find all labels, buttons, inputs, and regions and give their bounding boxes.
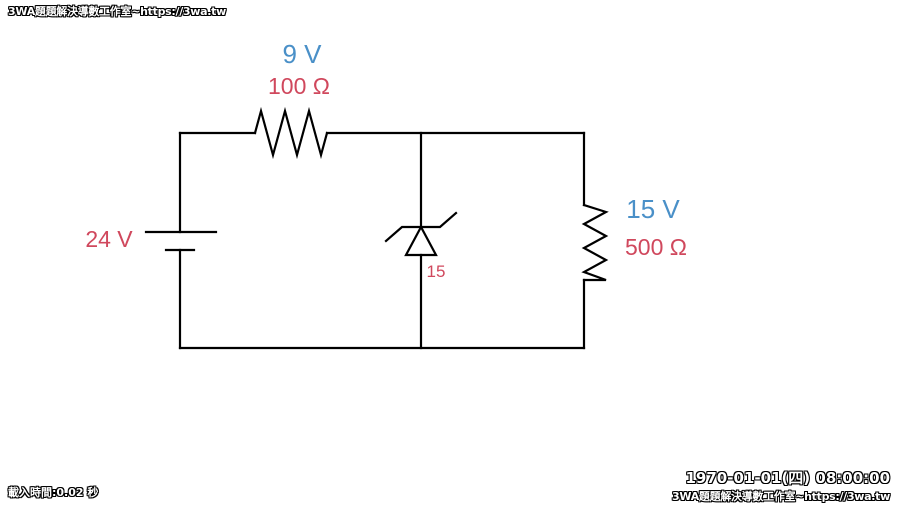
series-resistor-symbol bbox=[253, 106, 329, 160]
series-resistor-value-label: 100 Ω bbox=[268, 73, 330, 99]
load-resistor-value-label: 500 Ω bbox=[625, 234, 687, 260]
timestamp: 1970-01-01(四) 08:00:00 bbox=[685, 469, 891, 487]
watermark-top: 3WA題題解決導數工作室~https://3wa.tw bbox=[8, 5, 226, 18]
watermark-bottom: 3WA題題解決導數工作室~https://3wa.tw bbox=[672, 490, 890, 503]
series-resistor-voltage-label: 9 V bbox=[282, 39, 322, 69]
zener-triangle-icon bbox=[404, 224, 438, 257]
load-voltage-label: 15 V bbox=[626, 194, 680, 224]
load-resistor-symbol bbox=[581, 203, 609, 282]
zener-voltage-label: 15 bbox=[427, 262, 446, 281]
load-time-readout: 載入時間:0.02 秒 bbox=[8, 486, 99, 499]
source-voltage-label: 24 V bbox=[85, 226, 133, 252]
